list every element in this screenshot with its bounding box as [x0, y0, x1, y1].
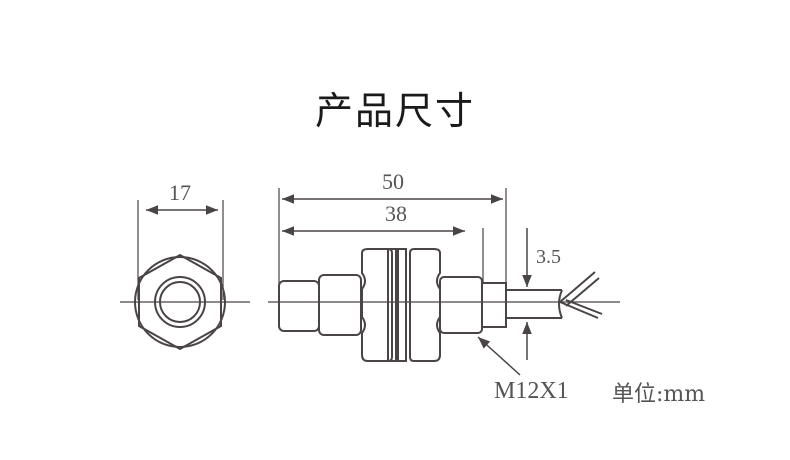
unit-label: 单位:mm — [612, 382, 706, 407]
cable-diameter-dimension: 3.5 — [536, 246, 561, 268]
hex-width-dimension: 17 — [169, 180, 191, 205]
total-length-dimension: 50 — [382, 169, 404, 194]
thread-spec-label: M12X1 — [494, 378, 569, 404]
page-title: 产品尺寸 — [314, 89, 475, 133]
end-view — [120, 200, 250, 351]
body-length-dimension: 38 — [385, 201, 407, 226]
side-view — [268, 188, 620, 376]
